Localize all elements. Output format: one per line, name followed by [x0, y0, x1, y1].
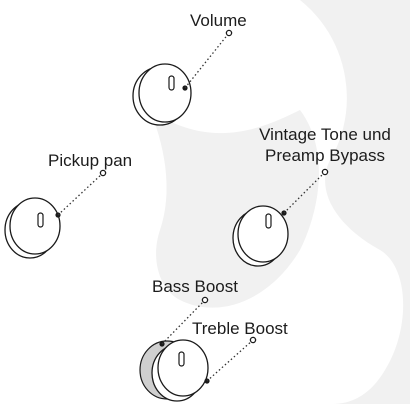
label-volume: Volume [190, 11, 247, 30]
label-vintage-tone-line-2: Preamp Bypass [265, 146, 385, 165]
knob-volume[interactable] [132, 29, 233, 126]
label-pickup-pan: Pickup pan [48, 151, 133, 170]
label-vintage-tone-line-1: Vintage Tone und [259, 125, 391, 144]
knob-pickup-pan[interactable] [4, 169, 107, 259]
label-vintage-tone: Vintage Tone und Preamp Bypass [240, 124, 410, 166]
knob-vintage-tone[interactable] [232, 168, 329, 267]
label-bass-boost: Bass Boost [152, 277, 238, 296]
label-treble-boost: Treble Boost [192, 319, 288, 338]
knob-treble-boost[interactable] [151, 336, 257, 402]
